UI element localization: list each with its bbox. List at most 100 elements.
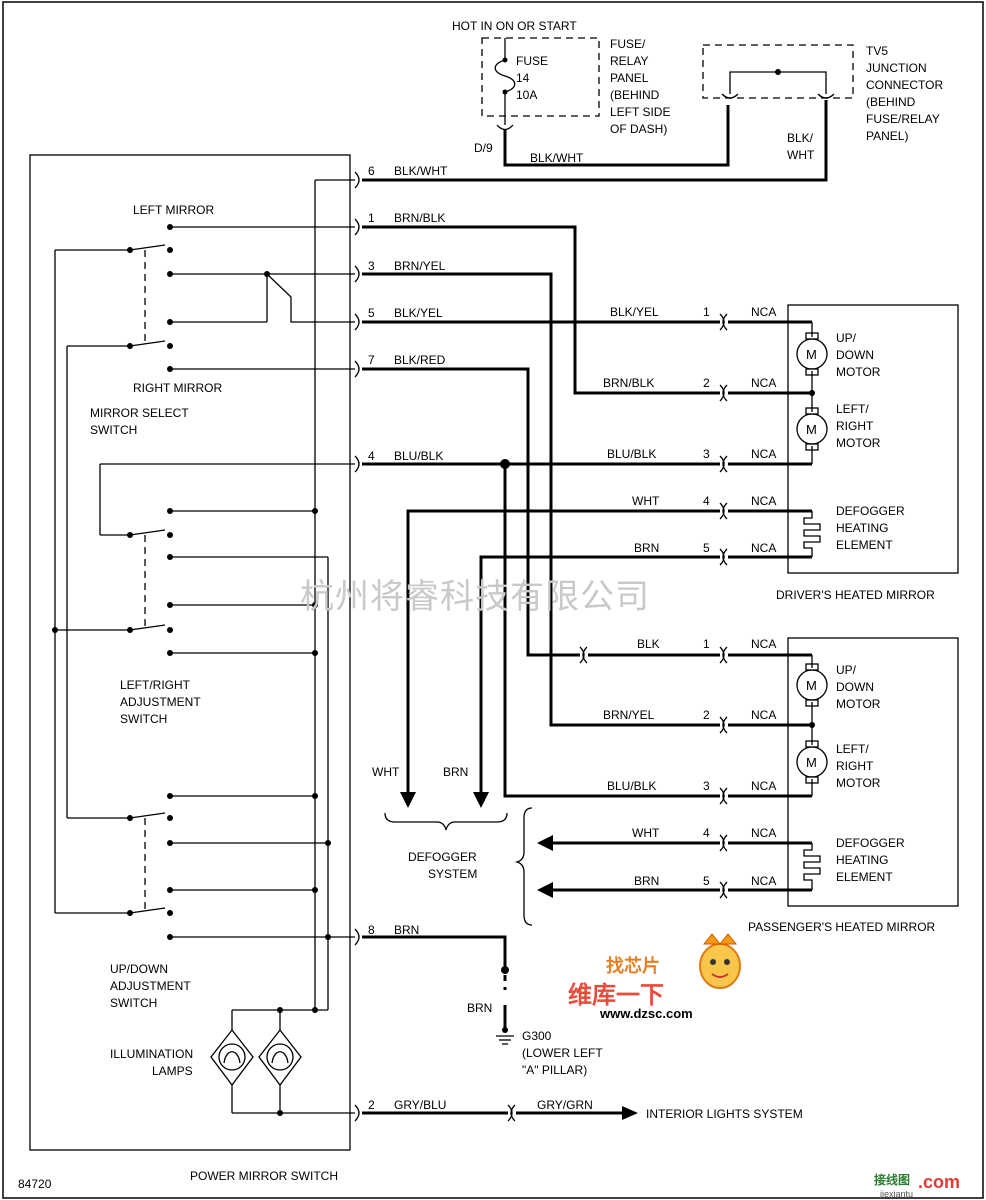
wire-brn-blk	[362, 225, 720, 395]
defogger-brn-label: BRN	[443, 765, 468, 779]
defogger-system-label: DEFOGGER SYSTEM	[408, 850, 480, 881]
corner-cn-text: 接线图	[874, 1172, 910, 1187]
driver-mirror-title: DRIVER'S HEATED MIRROR	[776, 588, 935, 602]
driver-pin-1: BLK/YEL 1 NCA	[610, 305, 812, 331]
passenger-pin-5-wire: BRN	[634, 874, 659, 888]
corner-url-text: jiexiantu	[879, 1189, 913, 1199]
passenger-pin-3-wire: BLU/BLK	[607, 779, 656, 793]
junction-box	[702, 44, 854, 99]
svg-text:M: M	[806, 347, 817, 362]
passenger-pin-3-conn: NCA	[751, 779, 776, 793]
right-mirror-label: RIGHT MIRROR	[133, 381, 222, 395]
passenger-pin-2: BRN/YEL 2 NCA	[603, 708, 812, 734]
pin-5-wire: BLK/YEL	[394, 306, 443, 320]
pin-5-num: 5	[368, 306, 375, 320]
driver-pin-3-conn: NCA	[751, 447, 776, 461]
interior-lights-label: INTERIOR LIGHTS SYSTEM	[646, 1107, 803, 1121]
passenger-pin-5-conn: NCA	[751, 874, 776, 888]
passenger-pin-3: BLU/BLK 3 NCA	[607, 779, 812, 805]
pin-1-wire: BRN/BLK	[394, 211, 445, 225]
pin-8-num: 8	[368, 923, 375, 937]
left-mirror-label: LEFT MIRROR	[133, 203, 214, 217]
illumination-lamp-2	[258, 1028, 302, 1087]
hot-in-label: HOT IN ON OR START	[452, 19, 577, 33]
pin-4-num: 4	[368, 449, 375, 463]
pin-8: 8 BRN	[354, 923, 419, 946]
fuse-rating: 10A	[516, 88, 537, 102]
badge-top-text: 找芯片	[606, 955, 660, 976]
pin-5: 5 BLK/YEL	[354, 306, 443, 331]
driver-heated-mirror: DRIVER'S HEATED MIRROR BLK/YEL 1 NCA BRN…	[603, 304, 959, 602]
pin-6-num: 6	[368, 164, 375, 178]
pin-3-wire: BRN/YEL	[394, 259, 446, 273]
passenger-pin-4-wire: WHT	[632, 826, 660, 840]
fuse-connector-symbol	[496, 124, 514, 131]
wire-brn-yel	[362, 272, 720, 727]
passenger-pin-1-num: 1	[703, 637, 710, 651]
driver-lr-motor-icon: M	[796, 407, 828, 451]
passenger-pin-4-num: 4	[703, 826, 710, 840]
passenger-pin-3-num: 3	[703, 779, 710, 793]
passenger-pin-2-conn: NCA	[751, 708, 776, 722]
passenger-pin-4-conn: NCA	[751, 826, 776, 840]
badge-url-text: www.dzsc.com	[599, 1006, 693, 1021]
wire-wht-defogger	[406, 509, 720, 795]
driver-mirror-box	[787, 304, 959, 574]
driver-pin-5: BRN 5 NCA	[634, 541, 812, 566]
pin-3: 3 BRN/YEL	[354, 259, 446, 283]
corner-watermark: 接线图 .com jiexiantu	[874, 1172, 960, 1199]
driver-pin-3: BLU/BLK 3 NCA	[607, 447, 812, 473]
defogger-wht-label: WHT	[372, 765, 400, 779]
driver-pin-1-num: 1	[703, 305, 710, 319]
driver-pin-5-wire: BRN	[634, 541, 659, 555]
pin-1-num: 1	[368, 211, 375, 225]
svg-text:M: M	[806, 678, 817, 693]
passenger-defogger-brace	[514, 807, 533, 926]
badge-main-text: 维库一下	[568, 981, 664, 1009]
passenger-mirror-box	[787, 637, 959, 907]
wire-brn-defogger	[479, 555, 720, 795]
passenger-lr-motor-icon: M	[796, 740, 828, 784]
passenger-ud-motor-label: UP/ DOWN MOTOR	[836, 663, 881, 711]
switch-title: POWER MIRROR SWITCH	[190, 1169, 338, 1183]
fuse-number: 14	[516, 71, 530, 85]
pin-3-num: 3	[368, 259, 375, 273]
driver-pin-4: WHT 4 NCA	[632, 494, 812, 520]
driver-pin-2-num: 2	[703, 376, 710, 390]
defogger-system: WHT BRN DEFOGGER SYSTEM	[372, 509, 720, 926]
mirror-select-label: MIRROR SELECT SWITCH	[90, 406, 192, 437]
fuse-wire-label: BLK/WHT	[530, 151, 584, 165]
junction-wire-label: BLK/ WHT	[787, 131, 816, 162]
driver-lr-motor-label: LEFT/ RIGHT MOTOR	[836, 402, 881, 450]
switch-box	[29, 154, 351, 1151]
driver-pin-1-wire: BLK/YEL	[610, 305, 659, 319]
pin-2-wire: GRY/BLU	[394, 1098, 446, 1112]
driver-defogger-label: DEFOGGER HEATING ELEMENT	[836, 504, 908, 552]
ground-wire-label: BRN	[467, 1001, 492, 1015]
passenger-ud-motor-icon: M	[796, 663, 828, 707]
pin-6-wire: BLK/WHT	[394, 164, 448, 178]
driver-pin-5-num: 5	[703, 541, 710, 555]
passenger-mirror-title: PASSENGER'S HEATED MIRROR	[748, 920, 936, 934]
fuse-to-junction-wire	[503, 105, 730, 167]
passenger-pin-5: BRN 5 NCA	[634, 874, 812, 899]
fuse-pin-label: D/9	[474, 141, 493, 155]
svg-text:M: M	[806, 755, 817, 770]
illum-label: ILLUMINATION LAMPS	[110, 1047, 196, 1078]
center-watermark: 杭州将睿科技有限公司	[300, 577, 650, 617]
pin-7-num: 7	[368, 353, 375, 367]
driver-pin-3-num: 3	[703, 447, 710, 461]
svg-text:M: M	[806, 422, 817, 437]
lr-adjust-label: LEFT/RIGHT ADJUSTMENT SWITCH	[120, 678, 204, 726]
passenger-pin-5-num: 5	[703, 874, 710, 888]
wire-blu-blk-passenger	[503, 464, 720, 798]
passenger-pin-1: BLK 1 NCA	[637, 637, 812, 664]
dzsc-badge: 找芯片 维库一下 www.dzsc.com	[568, 933, 741, 1021]
fuse-panel-label: FUSE/ RELAY PANEL (BEHIND LEFT SIDE OF D…	[610, 37, 674, 136]
passenger-defogger-element-icon	[803, 843, 821, 890]
figure-id: 84720	[18, 1177, 52, 1191]
fuse-panel-box	[481, 37, 600, 117]
passenger-heated-mirror: PASSENGER'S HEATED MIRROR BLK 1 NCA BRN/…	[603, 637, 959, 934]
driver-pin-4-conn: NCA	[751, 494, 776, 508]
